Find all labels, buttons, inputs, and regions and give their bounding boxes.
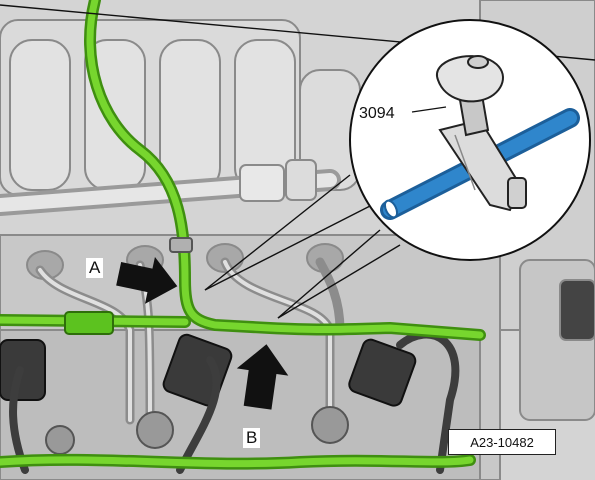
arrow-b <box>236 344 289 410</box>
intake-manifold <box>0 19 361 196</box>
arrow-a-label: A <box>86 258 104 278</box>
arrow-b-label: B <box>243 428 261 448</box>
hose-clamp-tool <box>435 55 527 212</box>
figure-reference-text: A23-10482 <box>470 434 534 450</box>
arrow-a <box>116 256 178 304</box>
injector-connectors <box>0 333 417 407</box>
coolant-pipe <box>0 159 341 216</box>
figure-reference-box: A23-10482 <box>448 429 556 455</box>
injector-sockets <box>45 406 349 455</box>
tool-number-label: 3094 <box>359 105 395 122</box>
wiring-harness <box>0 0 486 470</box>
detail-magnifier <box>349 19 591 261</box>
harness-clip <box>64 237 193 335</box>
